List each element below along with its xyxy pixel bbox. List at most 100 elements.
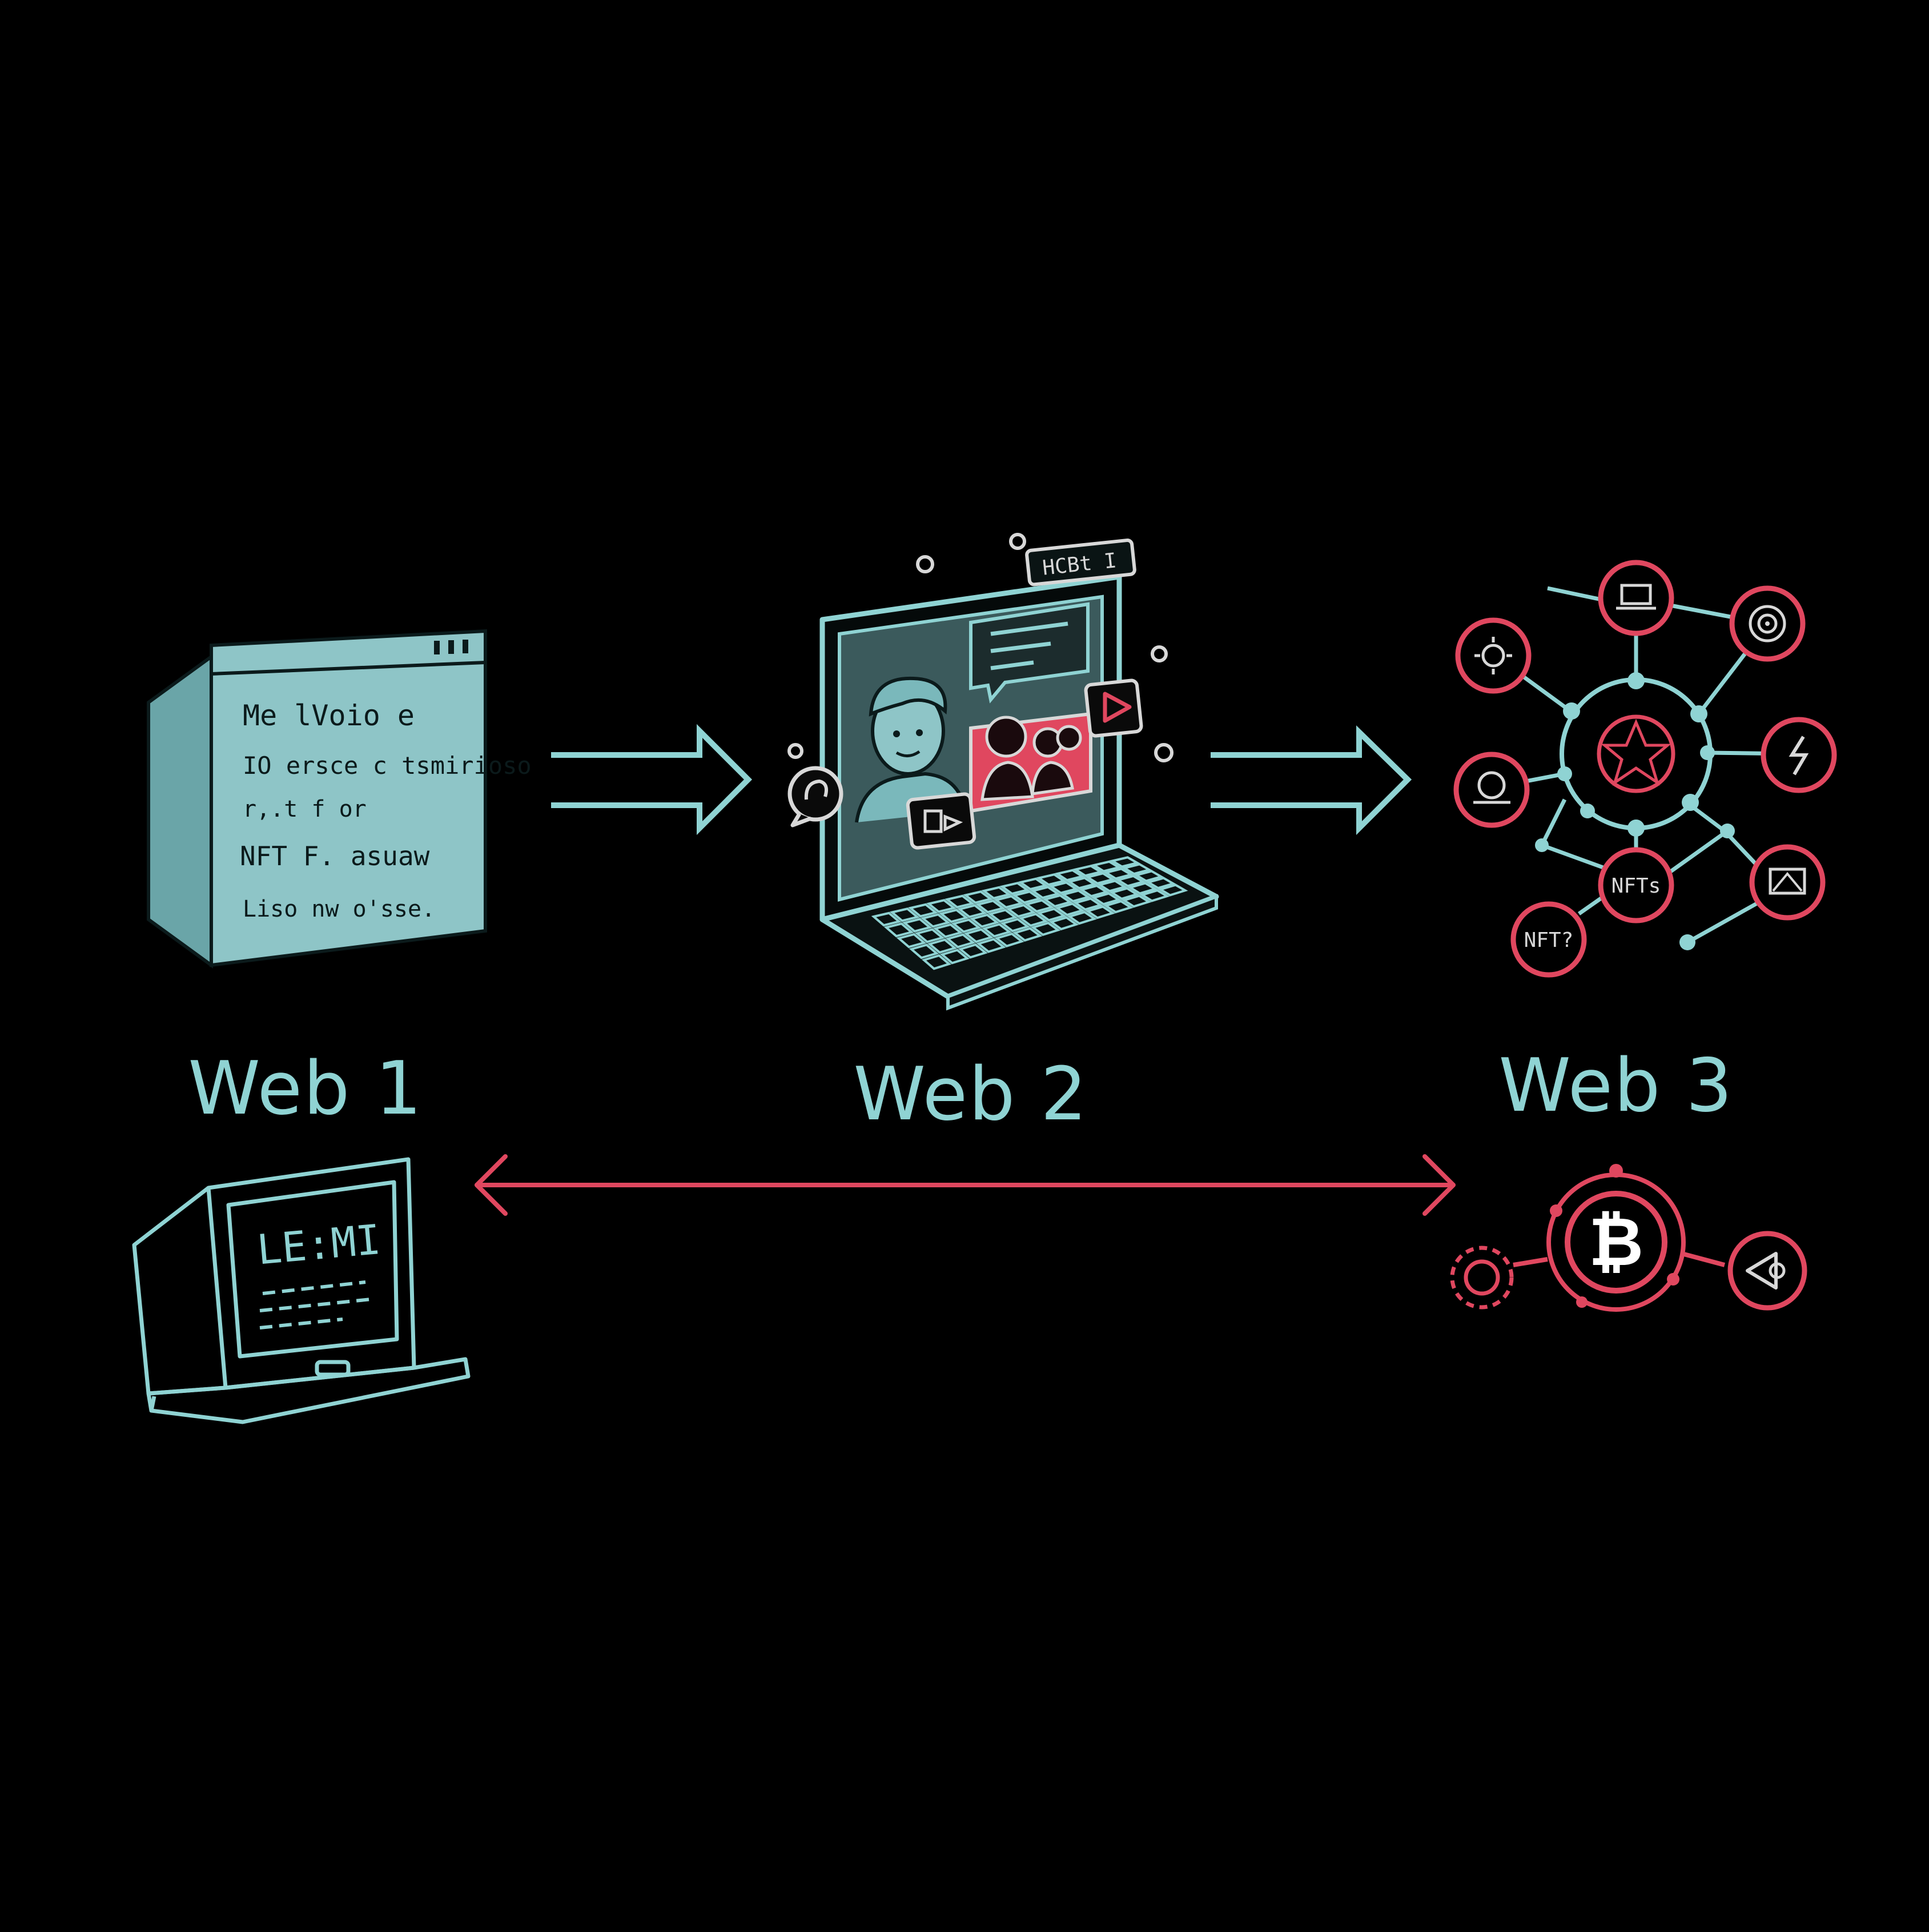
bitcoin-icon: ₿ — [1589, 1202, 1643, 1281]
static-document-icon: Me lVoio e IO ersce c tsmirioso r,.t f o… — [147, 629, 532, 969]
keyboard-key — [1103, 899, 1134, 914]
keyboard-key — [1158, 883, 1188, 897]
document-line: IO ersce c tsmirioso — [243, 752, 532, 780]
keyboard-key — [1024, 899, 1055, 913]
keyboard-key — [982, 923, 1012, 938]
user-avatar-icon — [855, 676, 967, 823]
keyboard-key — [958, 943, 988, 959]
keyboard-key — [957, 904, 987, 918]
network-node-nft: NFTs — [1598, 847, 1674, 923]
network-node-lightning — [1761, 717, 1837, 793]
keyboard-key — [889, 907, 920, 922]
document-line: Liso nw o'sse. — [243, 896, 435, 922]
keyboard-key — [1036, 907, 1067, 922]
arrow-right-icon — [1211, 725, 1412, 836]
keyboard-key — [902, 918, 933, 933]
keyboard-key — [1072, 865, 1104, 877]
network-node-vr — [1453, 752, 1530, 828]
keyboard-key — [1097, 879, 1128, 893]
keyboard-key — [1054, 869, 1086, 882]
stage-label-web3: Web 3 — [1498, 1043, 1733, 1128]
chat-bubble-icon — [787, 766, 843, 828]
keyboard-key — [1048, 916, 1079, 931]
group-photo-icon — [969, 712, 1092, 813]
keyboard-key — [1127, 882, 1158, 895]
keyboard-key — [921, 954, 952, 970]
keyboard-key — [987, 909, 1018, 923]
keyboard-key — [1085, 905, 1115, 919]
keyboard-key — [938, 909, 969, 923]
network-node-settings — [1455, 617, 1532, 694]
keyboard-key — [871, 911, 902, 927]
document-line: Me lVoio e — [243, 699, 415, 732]
decentralized-network-icon: NFTs NFT? — [1453, 560, 1837, 978]
network-node-wallet — [1749, 844, 1826, 921]
keyboard-key — [999, 882, 1030, 895]
gear-icon — [1450, 1246, 1514, 1310]
keyboard-key — [920, 913, 951, 928]
keyboard-key — [1054, 902, 1085, 917]
nft-label: NFTs — [1611, 874, 1661, 898]
document-line: NFT F. asuaw — [240, 841, 430, 871]
terminal-screen-text: LE:MI — [255, 1215, 383, 1274]
double-arrow-icon — [475, 1154, 1456, 1216]
stage-label-web1: Web 1 — [188, 1046, 423, 1131]
keyboard-key — [926, 899, 957, 913]
keyboard-key — [1066, 877, 1098, 890]
keyboard-key — [1030, 886, 1061, 899]
keyboard-key — [1109, 887, 1140, 900]
keyboard-key — [1091, 860, 1122, 873]
keyboard-key — [975, 899, 1006, 914]
keyboard-key — [1018, 913, 1048, 927]
keyboard-key — [1091, 892, 1122, 906]
keyboard-key — [907, 903, 938, 918]
keyboard-key — [1011, 890, 1043, 904]
retro-terminal-icon — [132, 1157, 471, 1424]
keyboard-key — [1072, 897, 1103, 911]
keyboard-key — [883, 922, 914, 938]
keyboard-key — [896, 933, 927, 949]
network-node-nft: NFT? — [1510, 901, 1587, 978]
nft-label: NFT? — [1524, 929, 1574, 952]
stage-label-web2: Web 2 — [853, 1052, 1088, 1137]
keyboard-key — [994, 932, 1024, 947]
keyboard-key — [1139, 889, 1170, 902]
keyboard-key — [939, 949, 970, 965]
keyboard-key — [1084, 872, 1116, 885]
keyboard-key — [1030, 921, 1061, 937]
keyboard-key — [963, 928, 994, 943]
document-line: r,.t f or — [243, 796, 367, 822]
crypto-cluster-icon: ₿ — [1450, 1164, 1807, 1312]
keyboard-key — [1103, 867, 1134, 880]
keyboard-key — [914, 928, 945, 943]
keyboard-key — [1121, 894, 1152, 908]
keyboard-key — [933, 923, 963, 938]
keyboard-key — [981, 886, 1012, 899]
ethereum-coin-icon — [1727, 1231, 1807, 1311]
network-node-target — [1729, 585, 1806, 662]
keyboard-key — [909, 943, 939, 959]
keyboard-key — [1146, 877, 1176, 890]
keyboard-key — [1060, 889, 1091, 903]
keyboard-key — [993, 895, 1024, 909]
keyboard-key — [1000, 918, 1030, 933]
keyboard-icon — [871, 856, 1188, 970]
keyboard-key — [1115, 874, 1146, 887]
keyboard-key — [951, 918, 982, 933]
keyboard-key — [963, 890, 994, 904]
play-icon — [1103, 692, 1132, 723]
keyboard-key — [976, 938, 1006, 953]
keyboard-key — [1067, 910, 1098, 925]
keyboard-key — [1036, 873, 1067, 886]
keyboard-key — [1012, 927, 1043, 942]
keyboard-key — [1018, 877, 1048, 891]
arrow-right-icon — [551, 724, 753, 836]
keyboard-key — [969, 913, 1000, 928]
keyboard-key — [1048, 881, 1079, 894]
network-node-laptop — [1598, 560, 1674, 636]
keyboard-key — [945, 894, 975, 909]
keyboard-key — [1109, 856, 1140, 868]
keyboard-key — [1079, 884, 1110, 898]
